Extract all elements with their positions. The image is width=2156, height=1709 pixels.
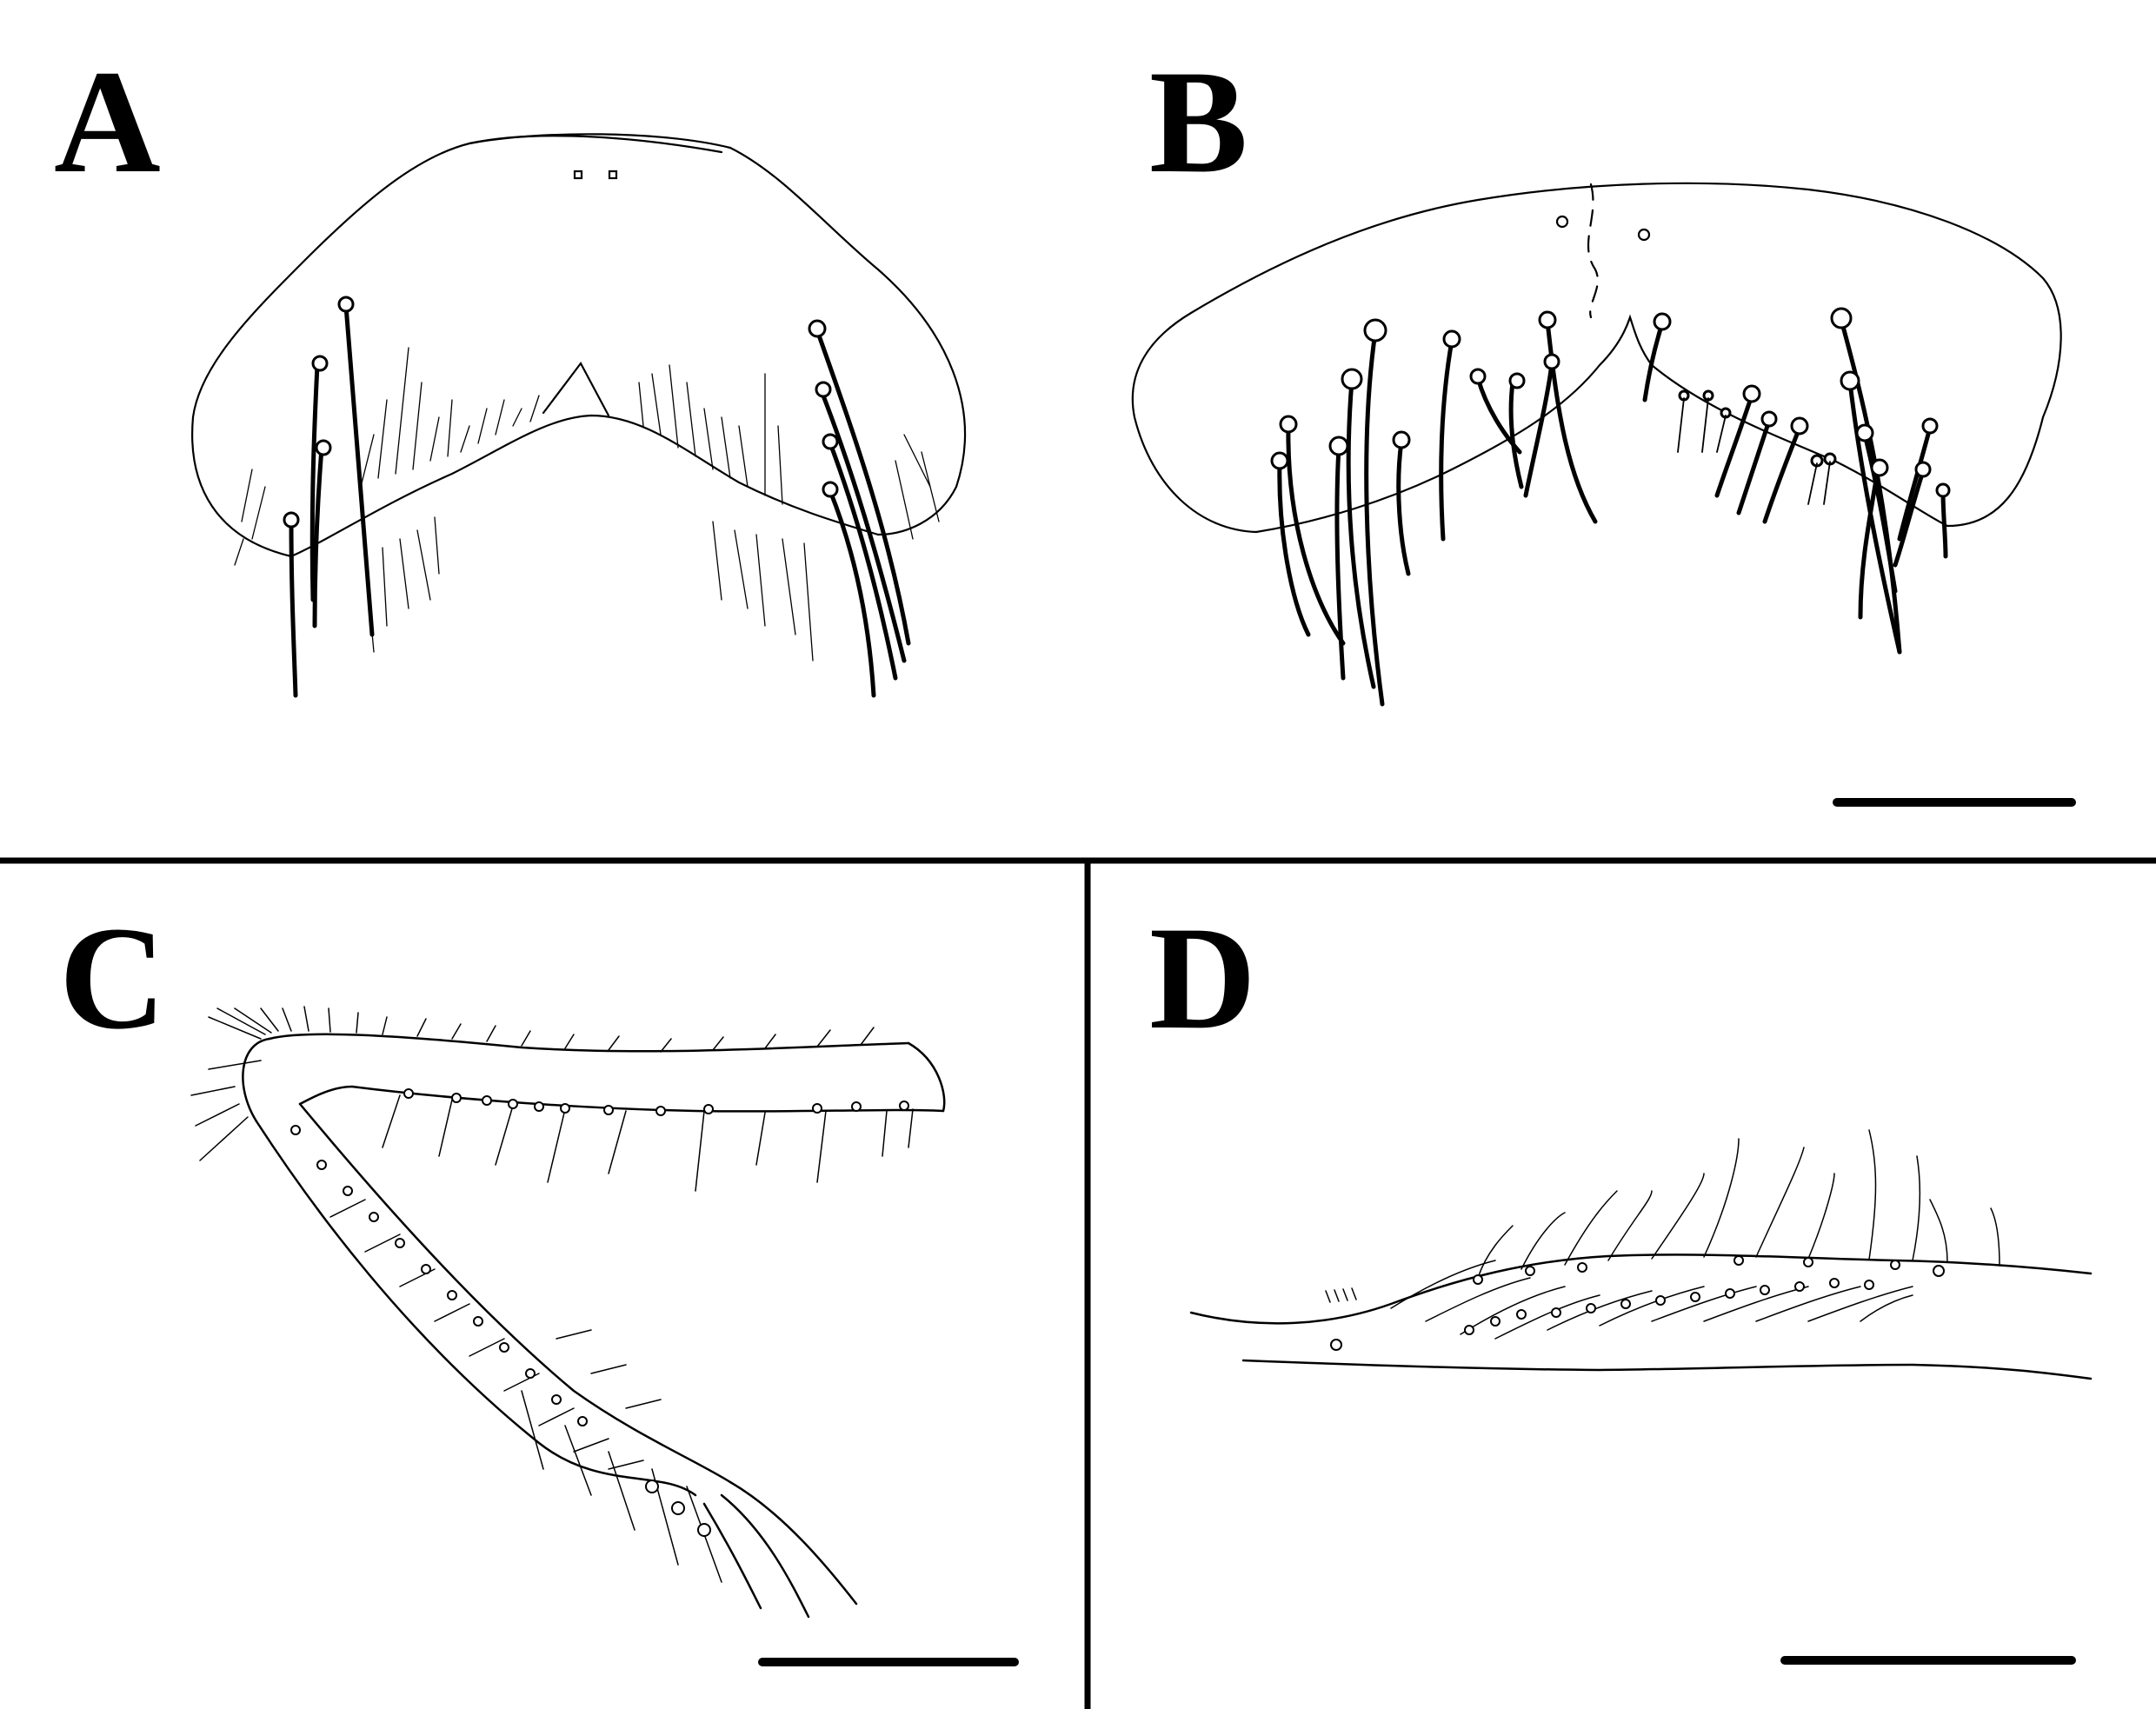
panel-a-fine-setae xyxy=(234,347,940,662)
panel-c-elbow-inner xyxy=(298,1085,354,1106)
panel-c-setae xyxy=(190,1006,914,1583)
panel-d-upper-edge xyxy=(1189,1253,2093,1325)
panel-d-lower-edge xyxy=(1241,1359,2093,1380)
panel-c-lower-segment-inner xyxy=(298,1102,732,1484)
panel-c-lower-segment-outer xyxy=(255,1120,697,1497)
panel-a-drawing xyxy=(191,133,967,558)
panel-a-top-ridge xyxy=(468,135,723,154)
panel-b-midline xyxy=(1587,183,1599,319)
panel-label-d: D xyxy=(1149,896,1256,1060)
panel-a-outline xyxy=(191,133,967,558)
panel-label-a: A xyxy=(54,40,161,203)
panel-d-sockets xyxy=(1330,1255,1945,1351)
panel-c-elbow-outer xyxy=(242,1037,271,1123)
panel-a-pore-1 xyxy=(573,170,583,180)
panel-d-drawing xyxy=(1189,1253,2093,1380)
panel-b-pore-2 xyxy=(1637,228,1651,242)
panel-c-sockets xyxy=(290,1088,909,1537)
panel-b-pore-1 xyxy=(1555,215,1569,229)
panel-a-notch xyxy=(542,361,610,417)
panel-b-outline xyxy=(1131,182,2062,534)
panel-c-claw-1 xyxy=(729,1480,858,1606)
panel-c-upper-segment-bottom xyxy=(350,1085,945,1113)
panel-b-setae xyxy=(1277,317,1948,707)
panel-b-lower-edge xyxy=(1254,314,1949,534)
panel-a-lower-edge xyxy=(289,414,880,558)
panel-c-upper-segment-top xyxy=(268,1033,910,1053)
panel-c-claw-2 xyxy=(720,1493,810,1619)
panel-label-b: B xyxy=(1149,40,1248,203)
panel-c-drawing xyxy=(242,1033,946,1619)
panel-b-fine-setae xyxy=(1677,397,1831,505)
panel-a-setae xyxy=(289,303,911,698)
panel-c-upper-segment-tip xyxy=(907,1041,946,1113)
panel-b-sockets xyxy=(1270,307,1951,498)
panel-d-setae xyxy=(1325,1129,2000,1340)
panel-a-sockets xyxy=(283,296,839,529)
panel-c-claw-3 xyxy=(702,1502,762,1610)
panel-label-c: C xyxy=(59,896,166,1060)
panel-a-pore-2 xyxy=(608,170,618,180)
